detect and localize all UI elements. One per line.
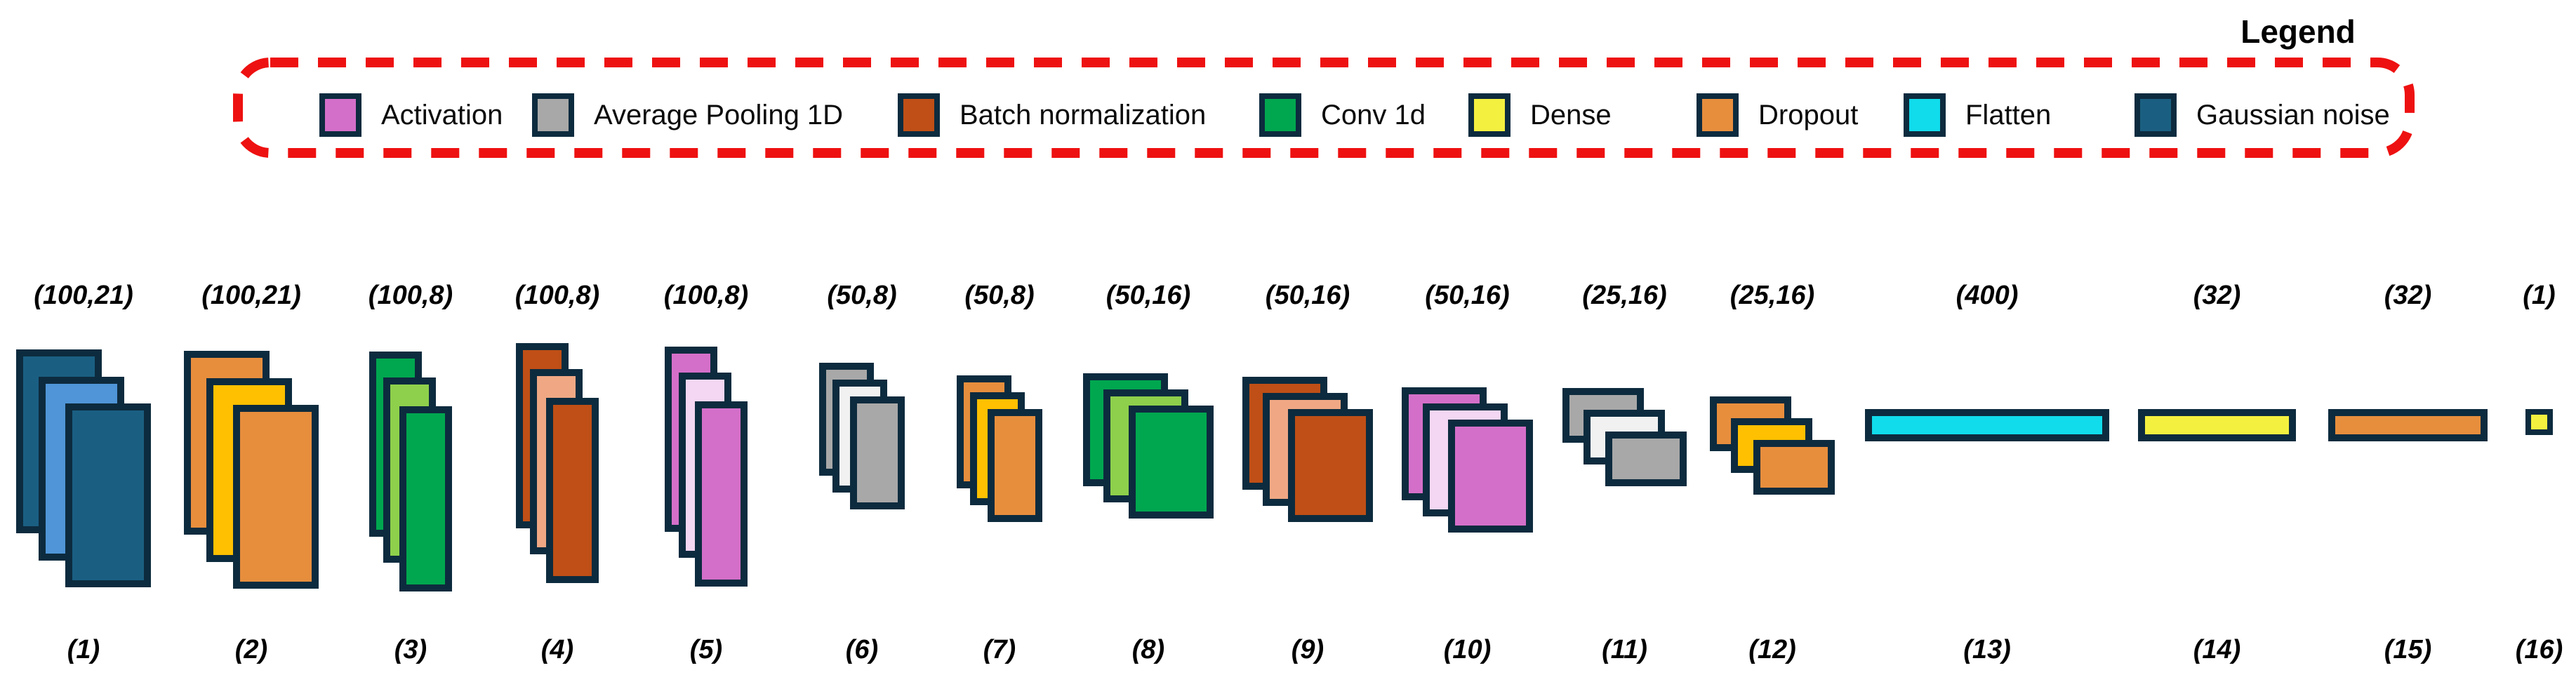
output-shape-label-4: (100,8) <box>514 281 600 310</box>
legend-swatch <box>532 93 574 137</box>
legend-item-gaussian-noise: Gaussian noise <box>2135 90 2390 140</box>
layer-rect-average-pooling-1d-11-front <box>1605 432 1687 486</box>
layer-rect-dropout-7-front <box>988 409 1042 522</box>
step-number-label-11: (11) <box>1602 635 1647 664</box>
output-shape-label-16: (1) <box>2523 281 2556 310</box>
layer-rect-dense-16 <box>2525 409 2553 435</box>
legend-border-rect <box>233 58 2415 158</box>
layer-rect-dropout-15 <box>2328 409 2488 441</box>
output-shape-label-2: (100,21) <box>201 281 301 310</box>
legend-swatch <box>898 93 940 137</box>
layer-rect-average-pooling-1d-6-front <box>850 396 905 509</box>
step-number-label-12: (12) <box>1748 635 1796 664</box>
step-number-label-6: (6) <box>845 635 879 664</box>
output-shape-label-12: (25,16) <box>1729 281 1815 310</box>
legend-item-activation: Activation <box>319 90 503 140</box>
legend-item-label: Activation <box>381 99 503 131</box>
legend-item-label: Flatten <box>1965 99 2052 131</box>
legend-swatch <box>1259 93 1301 137</box>
step-number-label-4: (4) <box>540 635 574 664</box>
step-number-label-7: (7) <box>983 635 1016 664</box>
step-number-label-9: (9) <box>1291 635 1324 664</box>
legend-item-average-pooling-1d: Average Pooling 1D <box>532 90 843 140</box>
layer-rect-flatten-13 <box>1865 409 2109 441</box>
layer-rect-activation-5-front <box>695 401 748 587</box>
legend-swatch <box>1904 93 1946 137</box>
layer-rect-conv1d-3-front <box>399 406 452 591</box>
legend-dashed-border <box>233 58 2415 158</box>
output-shape-label-11: (25,16) <box>1582 281 1667 310</box>
step-number-label-2: (2) <box>234 635 268 664</box>
step-number-label-14: (14) <box>2193 635 2241 664</box>
output-shape-label-7: (50,8) <box>964 281 1035 310</box>
legend-swatch <box>319 93 361 137</box>
step-number-label-3: (3) <box>394 635 427 664</box>
legend-item-label: Dropout <box>1758 99 1859 131</box>
legend-item-conv-1d: Conv 1d <box>1259 90 1426 140</box>
legend-swatch <box>2135 93 2177 137</box>
output-shape-label-9: (50,16) <box>1265 281 1350 310</box>
output-shape-label-15: (32) <box>2384 281 2432 310</box>
legend-item-label: Average Pooling 1D <box>594 99 844 131</box>
output-shape-label-1: (100,21) <box>34 281 133 310</box>
legend-item-dropout: Dropout <box>1697 90 1858 140</box>
layer-rect-batch-normalization-9-front <box>1288 409 1373 522</box>
output-shape-label-13: (400) <box>1956 281 2019 310</box>
legend-item-label: Gaussian noise <box>2196 99 2390 131</box>
step-number-label-15: (15) <box>2384 635 2432 664</box>
layer-rect-dense-14 <box>2138 409 2296 441</box>
step-number-label-10: (10) <box>1443 635 1492 664</box>
legend-item-batch-normalization: Batch normalization <box>898 90 1206 140</box>
layer-rect-conv1d-8-front <box>1129 406 1214 519</box>
step-number-label-16: (16) <box>2515 635 2563 664</box>
output-shape-label-8: (50,16) <box>1106 281 1191 310</box>
legend-item-label: Conv 1d <box>1321 99 1426 131</box>
layer-rect-activation-10-front <box>1448 420 1533 533</box>
layer-rect-dropout-2-front <box>233 405 319 589</box>
legend-item-dense: Dense <box>1468 90 1612 140</box>
output-shape-label-6: (50,8) <box>827 281 897 310</box>
output-shape-label-3: (100,8) <box>368 281 453 310</box>
legend-item-flatten: Flatten <box>1904 90 2051 140</box>
legend-swatch <box>1468 93 1511 137</box>
layer-rect-dropout-12-front <box>1753 440 1835 495</box>
legend-item-label: Batch normalization <box>960 99 1207 131</box>
step-number-label-1: (1) <box>67 635 100 664</box>
output-shape-label-5: (100,8) <box>663 281 749 310</box>
legend-swatch <box>1697 93 1739 137</box>
output-shape-label-14: (32) <box>2193 281 2241 310</box>
layer-rect-batch-normalization-4-front <box>546 398 599 583</box>
step-number-label-5: (5) <box>689 635 723 664</box>
legend-item-label: Dense <box>1530 99 1612 131</box>
output-shape-label-10: (50,16) <box>1425 281 1510 310</box>
step-number-label-8: (8) <box>1131 635 1165 664</box>
layer-rect-gaussian-noise-1-front <box>65 403 151 587</box>
step-number-label-13: (13) <box>1963 635 2011 664</box>
legend-title: Legend <box>2240 13 2356 50</box>
